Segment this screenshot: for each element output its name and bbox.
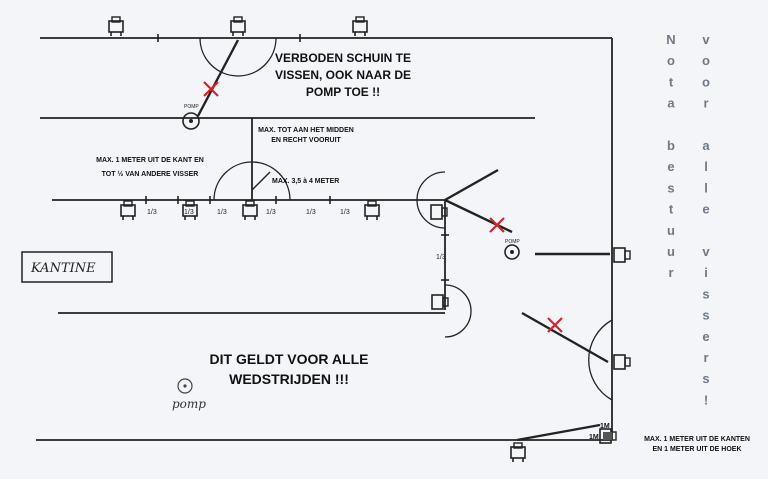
vertical-note-letter: r: [703, 350, 708, 365]
vertical-note-letter: b: [667, 138, 675, 153]
note-line: MAX. 1 METER UIT DE KANT EN: [96, 157, 204, 164]
reach-arrow: [251, 171, 271, 191]
third-label: 1/3: [217, 209, 227, 216]
third-label: 1/3: [147, 209, 157, 216]
note-all-matches: DIT GELDT VOOR ALLE WEDSTRIJDEN !!!: [210, 351, 369, 387]
vertical-note-letter: r: [668, 265, 673, 280]
vertical-note-letter: s: [702, 371, 709, 386]
vertical-note-letter: t: [669, 74, 674, 89]
note-no-angle: VERBODEN SCHUIN TE VISSEN, OOK NAAR DE P…: [275, 51, 411, 99]
vertical-note-letter: N: [666, 32, 675, 47]
third-label: 1/3: [306, 209, 316, 216]
vertical-note-letter: u: [667, 244, 675, 259]
vertical-note-letter: s: [702, 308, 709, 323]
vertical-note-letter: t: [669, 202, 674, 217]
note-line: VERBODEN SCHUIN TE: [275, 51, 411, 65]
vertical-note-letter: v: [702, 32, 710, 47]
note-corner: MAX. 1 METER UIT DE KANTEN EN 1 METER UI…: [644, 436, 750, 453]
third-label: 1/3: [266, 209, 276, 216]
note-line: DIT GELDT VOOR ALLE: [210, 351, 369, 367]
kantine-label: KANTINE: [30, 261, 96, 276]
pump-hand: pomp: [172, 378, 206, 411]
casting-arcs: [199, 37, 613, 401]
vertical-note-letter: o: [702, 74, 710, 89]
vertical-note-letter: e: [702, 329, 709, 344]
pump-right: POMP: [504, 239, 520, 260]
corner-distance: 1M 1M: [589, 423, 612, 441]
note-line: EN RECHT VOORUIT: [271, 137, 341, 144]
note-line: TOT ½ VAN ANDERE VISSER: [102, 170, 199, 178]
vertical-note-letter: a: [702, 138, 710, 153]
pump-handwritten-label: pomp: [172, 397, 206, 411]
note-line: MAX. TOT AAN HET MIDDEN: [258, 127, 354, 134]
pump-top: POMP: [182, 104, 200, 130]
forbidden-cross-marks: [203, 81, 563, 333]
vertical-note-letter: i: [704, 265, 708, 280]
vertical-note-letter: v: [702, 244, 710, 259]
third-label: 1/3: [184, 209, 194, 216]
third-labels: 1/3 1/3 1/3 1/3 1/3 1/3 1/3: [147, 209, 446, 261]
third-label: 1/3: [436, 254, 446, 261]
note-line: VISSEN, OOK NAAR DE: [275, 68, 411, 82]
note-line: EN 1 METER UIT DE HOEK: [652, 446, 741, 453]
vertical-note-letter: l: [704, 159, 708, 174]
vertical-note-letter: o: [667, 53, 675, 68]
fishing-rods: [196, 39, 610, 442]
note-middle: MAX. TOT AAN HET MIDDEN EN RECHT VOORUIT: [258, 127, 354, 144]
vertical-note-letter: e: [667, 159, 674, 174]
distance-label: 1M: [600, 423, 610, 430]
note-reach: MAX. 3,5 à 4 METER: [272, 178, 339, 185]
vertical-note-letter: o: [702, 53, 710, 68]
pump-label: POMP: [505, 239, 520, 245]
vertical-note-letter: e: [702, 202, 709, 217]
vertical-note-letter: !: [704, 392, 708, 407]
vertical-note-letter: s: [702, 286, 709, 301]
vertical-note-letter: r: [703, 96, 708, 111]
pump-label: POMP: [184, 104, 199, 110]
kantine-building: KANTINE: [21, 251, 113, 283]
note-line: WEDSTRIJDEN !!!: [229, 371, 349, 387]
vertical-note-letter: l: [704, 180, 708, 195]
note-line: MAX. 1 METER UIT DE KANTEN: [644, 436, 750, 443]
tick-marks: [145, 34, 449, 281]
vertical-note-letter: a: [667, 96, 675, 111]
distance-label: 1M: [589, 434, 599, 441]
note-line: POMP TOE !!: [306, 85, 380, 99]
vertical-note-letter: s: [667, 180, 674, 195]
third-label: 1/3: [340, 209, 350, 216]
note-side: MAX. 1 METER UIT DE KANT EN TOT ½ VAN AN…: [96, 157, 204, 178]
pond-outline: [36, 37, 613, 441]
vertical-note-letter: u: [667, 223, 675, 238]
